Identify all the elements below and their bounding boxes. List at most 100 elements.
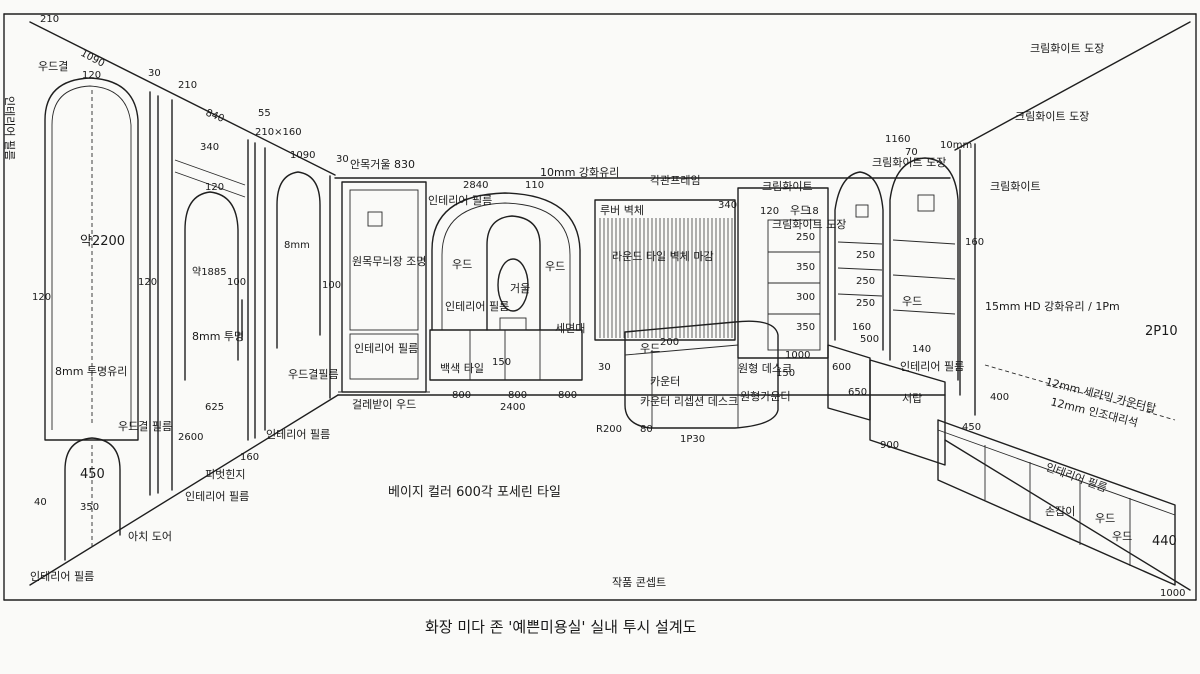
dim-350: 350: [80, 502, 99, 513]
dim-2600: 2600: [178, 432, 203, 443]
label-cream-white-top: 크림화이트 도장: [1030, 42, 1104, 55]
label-wood-shelf: 우드: [790, 204, 810, 217]
label-film-right: 인테리어 필름: [900, 360, 964, 373]
label-interior-film-bottom: 인테리어 필름: [30, 570, 94, 583]
dim-210b: 210: [178, 80, 197, 91]
dim-250c: 250: [856, 276, 875, 287]
label-sink: 세면대: [555, 322, 585, 335]
dim-1000: 1000: [785, 350, 810, 361]
label-interior-film-arch: 인테리어 필름: [428, 194, 492, 207]
dim-400: 400: [990, 392, 1009, 403]
label-shelving-desc: 크림화이트 도장: [872, 156, 946, 169]
label-mirror-oval: 거울: [510, 282, 530, 295]
label-reception: 카운터: [650, 375, 680, 388]
dim-110: 110: [525, 180, 544, 191]
label-cream-white-cabinet: 크림화이트: [990, 180, 1041, 193]
dim-800b: 800: [508, 390, 527, 401]
room-outline: [3, 13, 1197, 601]
label-top-wood: 우드: [545, 260, 565, 273]
label-wood-right: 우드: [902, 295, 922, 308]
label-drawers: 서랍: [902, 392, 922, 405]
dim-2840: 2840: [463, 180, 488, 191]
label-glass-shelf: 크림화이트 도장: [772, 218, 846, 231]
dim-r200: R200: [596, 424, 622, 435]
label-slab-right: 우드: [1112, 530, 1132, 543]
dim-1090: 1090: [79, 48, 107, 70]
dim-10mm: 10mm: [940, 140, 972, 151]
label-counter-film: 원형카운터: [740, 390, 791, 403]
dim-100b: 100: [322, 280, 341, 291]
dim-350c: 350: [796, 322, 815, 333]
label-slat-note: 라운드 타일 벽체 마감: [612, 249, 714, 263]
label-baseboard-wood: 걸레받이 우드: [352, 398, 416, 411]
label-front-desk-detail: 카운터 리셉션 데스크: [640, 395, 738, 408]
dim-350b: 350: [796, 262, 815, 273]
dim-150b: 150: [776, 368, 795, 379]
label-round-desk: 원형 데스크: [738, 362, 792, 375]
dim-1090b: 1090: [290, 150, 315, 161]
dim-340: 340: [200, 142, 219, 153]
label-interior-film-c: 인테리어 필름: [354, 342, 418, 355]
dim-500: 500: [860, 334, 879, 345]
label-arch-door: 아치 도어: [128, 530, 172, 543]
label-arched-mirror-note: 8mm 투명유리: [55, 365, 127, 378]
dim-300: 300: [796, 292, 815, 303]
label-film-window: 안목거울 830: [350, 158, 415, 171]
dim-120d: 120: [205, 182, 224, 193]
label-wood-film-mid: 우드결필름: [288, 368, 339, 381]
slatted-wall: [594, 199, 736, 341]
dim-200: 200: [660, 337, 679, 348]
dim-55: 55: [258, 108, 271, 119]
dim-100a: 100: [227, 277, 246, 288]
center-arch-vanity: [429, 192, 583, 381]
dim-150: 150: [492, 357, 511, 368]
left-small-arch-door: [64, 437, 121, 561]
label-slat-wall: 루버 벽체: [600, 204, 644, 217]
dim-30b: 30: [336, 154, 349, 165]
label-white-tile: 백색 타일: [440, 361, 484, 375]
label-interior-film-corner: 인테리어 필름: [3, 96, 16, 160]
dim-2p10: 2P10: [1145, 324, 1178, 339]
dim-70: 70: [905, 147, 918, 158]
dim-210x160: 210×160: [255, 127, 302, 138]
dim-1160: 1160: [885, 134, 910, 145]
right-wall-pillars: [959, 143, 1176, 421]
dim-1p30: 1P30: [680, 434, 705, 445]
label-wood-grain-sticker: 우드결 필름: [118, 420, 172, 433]
label-seoul-note: 원목무늬장 조명: [352, 255, 426, 268]
dim-about-2200: 약2200: [80, 234, 125, 249]
dim-250d: 250: [856, 298, 875, 309]
dim-600: 600: [832, 362, 851, 373]
dim-8mm: 8mm: [284, 240, 310, 251]
dim-18: 18: [806, 206, 819, 217]
dim-250a: 250: [796, 232, 815, 243]
label-counter-wood: 우드: [640, 342, 660, 355]
dim-120c: 120: [138, 277, 157, 288]
dim-120a: 120: [82, 70, 101, 81]
label-mirror-8mm: 8mm 투명: [192, 330, 244, 343]
dim-650: 650: [848, 387, 867, 398]
back-right-shelf: [737, 187, 829, 359]
annotation-labels: 우드결 인테리어 필름 8mm 투명유리 우드결 필름 8mm 투명 우드결필름…: [3, 42, 1157, 583]
dim-440: 440: [1152, 534, 1177, 549]
label-wood-grain-lt: 우드결: [38, 60, 68, 73]
dim-210a: 210: [40, 14, 59, 25]
dim-160b: 160: [965, 237, 984, 248]
label-interior-film-door: 인테리어 필름: [266, 428, 330, 441]
label-interior-film-sink: 인테리어 필름: [445, 300, 509, 313]
right-arched-niches: [834, 157, 959, 381]
label-wood-edge: 우드: [1095, 512, 1115, 525]
back-left-cabinet: [338, 181, 430, 393]
dim-1000b: 1000: [1160, 588, 1185, 599]
dim-900: 900: [880, 440, 899, 451]
label-shelf-note: 15mm HD 강화유리 / 1Pm: [985, 300, 1120, 313]
dim-40: 40: [34, 497, 47, 508]
dim-about-1885: 약1885: [192, 266, 227, 278]
label-cabinet-pull: 손잡이: [1045, 505, 1075, 518]
dim-625: 625: [205, 402, 224, 413]
dim-840: 840: [204, 108, 226, 125]
signature: 작품 콘셉트: [612, 576, 666, 589]
label-interior-film-b2: 인테리어 필름: [185, 490, 249, 503]
dim-340b: 340: [718, 200, 737, 211]
